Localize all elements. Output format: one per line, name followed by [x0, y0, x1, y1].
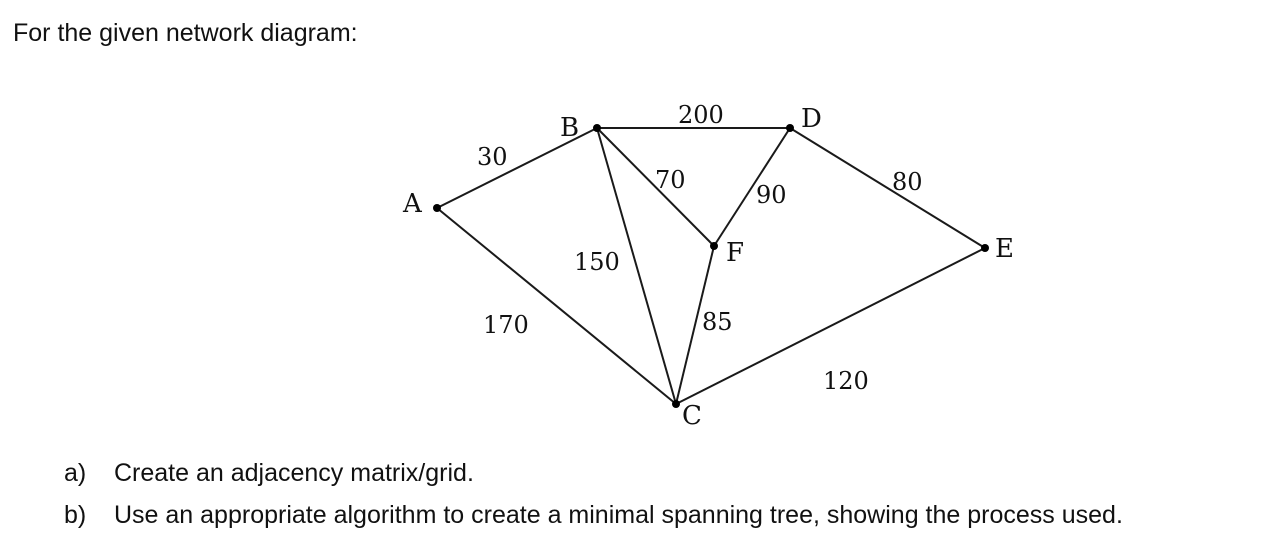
edge-b-c [596, 127, 677, 405]
weight-label-b-d: 200 [678, 101, 724, 129]
edge-a-b [436, 127, 598, 209]
node-e [981, 244, 989, 252]
question-a-letter: a) [64, 459, 87, 487]
question-b-text: Use an appropriate algorithm to create a… [114, 501, 1123, 529]
weight-label-d-e: 80 [892, 168, 923, 196]
node-c [672, 400, 680, 408]
node-label-f: F [726, 238, 744, 268]
nodes-layer [433, 124, 989, 408]
edge-c-e [675, 247, 986, 405]
weight-label-b-f: 70 [655, 166, 686, 194]
edge-a-c [436, 207, 677, 405]
edge-f-c [675, 245, 715, 405]
node-b [593, 124, 601, 132]
edge-d-e [789, 127, 986, 249]
question-b: b) Use an appropriate algorithm to create… [64, 500, 1123, 530]
node-d [786, 124, 794, 132]
node-label-b: B [560, 113, 579, 143]
node-label-c: C [682, 401, 702, 431]
node-label-a: A [402, 189, 423, 219]
question-a: a) Create an adjacency matrix/grid. [64, 458, 474, 488]
node-a [433, 204, 441, 212]
edges-layer [436, 127, 986, 405]
question-b-letter: b) [64, 501, 87, 529]
weight-label-a-b: 30 [477, 143, 508, 171]
weight-label-b-c: 150 [574, 248, 620, 276]
edge-d-f [713, 127, 791, 247]
labels-layer: 30 170 200 70 150 90 80 85 120 A B C D E F [402, 101, 1014, 431]
weight-label-f-c: 85 [702, 308, 733, 336]
node-f [710, 242, 718, 250]
weight-label-a-c: 170 [483, 311, 529, 339]
edge-b-f [596, 127, 715, 247]
node-label-e: E [995, 234, 1014, 264]
node-label-d: D [801, 104, 822, 134]
question-a-text: Create an adjacency matrix/grid. [114, 459, 474, 487]
weight-label-c-e: 120 [823, 367, 869, 395]
weight-label-d-f: 90 [756, 181, 787, 209]
page-heading: For the given network diagram: [13, 19, 358, 47]
